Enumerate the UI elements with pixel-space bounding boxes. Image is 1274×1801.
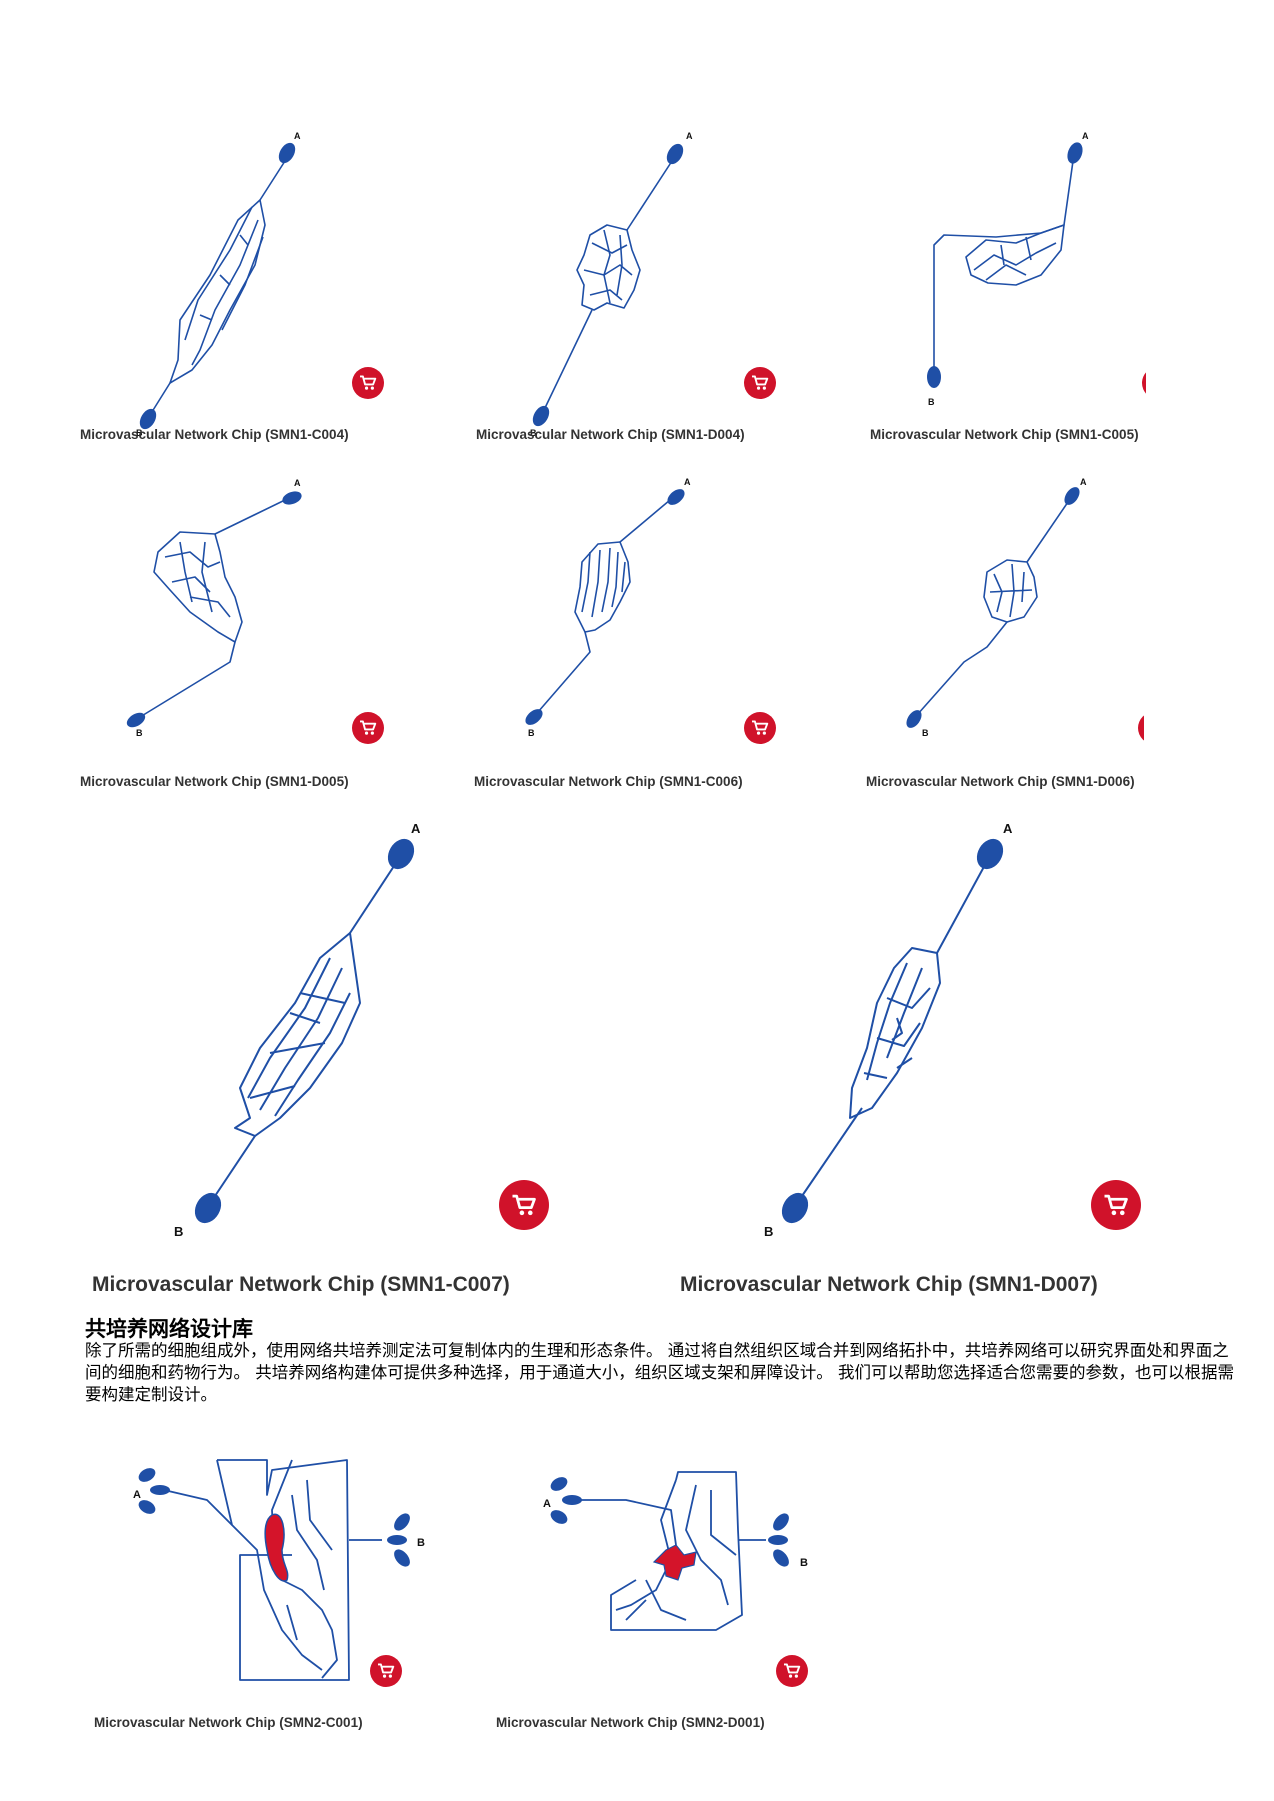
network-diagram: A B: [174, 821, 421, 1239]
shopping-cart-icon: [752, 375, 769, 390]
port-label-a: A: [1080, 477, 1087, 487]
shopping-cart-icon: [1104, 1194, 1128, 1215]
shopping-cart-icon: [512, 1194, 536, 1215]
section-body: 除了所需的细胞组成外，使用网络共培养测定法可复制体内的生理和形态条件。 通过将自…: [85, 1341, 1234, 1404]
network-diagram: A B: [906, 477, 1087, 738]
add-to-cart-button[interactable]: [352, 712, 384, 744]
product-caption[interactable]: Microvascular Network Chip (SMN1-C006): [474, 774, 743, 789]
port-label-b: B: [528, 728, 535, 738]
port-label-b: B: [764, 1224, 773, 1239]
product-card-smn2-c001[interactable]: A B Microvascular Network Chip (SMN2-C00…: [92, 1440, 472, 1760]
product-card-smn1-d006[interactable]: A B Microvascular Network Chip (SMN1-D00…: [862, 472, 1192, 802]
port-label-a: A: [411, 821, 421, 836]
port-label-a: A: [133, 1489, 141, 1501]
port-label-a: A: [294, 131, 301, 141]
add-to-cart-button[interactable]: [370, 1655, 402, 1687]
add-to-cart-button[interactable]: [499, 1180, 549, 1230]
add-to-cart-button[interactable]: [744, 712, 776, 744]
product-caption[interactable]: Microvascular Network Chip (SMN2-D001): [496, 1715, 765, 1730]
product-caption[interactable]: Microvascular Network Chip (SMN1-D005): [80, 774, 349, 789]
port-label-b: B: [136, 728, 143, 738]
product-card-smn1-c006[interactable]: A B Microvascular Network Chip (SMN1-C00…: [470, 472, 800, 802]
port-label-a: A: [294, 478, 301, 488]
product-caption[interactable]: Microvascular Network Chip (SMN1-D006): [866, 774, 1135, 789]
port-label-a: A: [543, 1498, 551, 1510]
shopping-cart-icon: [360, 720, 377, 735]
port-label-b: B: [174, 1224, 183, 1239]
product-card-smn1-c007[interactable]: A B Microvascular Network Chip (SMN1-C00…: [80, 818, 600, 1298]
add-to-cart-button[interactable]: [776, 1655, 808, 1687]
product-caption[interactable]: Microvascular Network Chip (SMN1-C004): [80, 427, 349, 442]
network-diagram: A B: [525, 477, 691, 738]
network-diagram: A B: [136, 131, 301, 438]
add-to-cart-button[interactable]: [1138, 712, 1144, 744]
port-label-a: A: [1082, 131, 1089, 141]
product-caption[interactable]: Microvascular Network Chip (SMN1-D007): [680, 1273, 1098, 1296]
shopping-cart-icon: [784, 1663, 801, 1678]
product-caption[interactable]: Microvascular Network Chip (SMN1-C005): [870, 427, 1139, 442]
network-diagram: A B: [543, 1471, 808, 1631]
network-diagram: A B: [764, 821, 1013, 1239]
product-caption[interactable]: Microvascular Network Chip (SMN1-C007): [92, 1273, 510, 1296]
product-card-smn1-c005[interactable]: A B Microvascular Network Chip (SMN1-C00…: [866, 125, 1196, 455]
product-caption[interactable]: Microvascular Network Chip (SMN1-D004): [476, 427, 745, 442]
network-diagram: A B: [530, 131, 693, 438]
port-label-a: A: [684, 477, 691, 487]
product-card-smn1-d005[interactable]: A B Microvascular Network Chip (SMN1-D00…: [80, 472, 410, 802]
shopping-cart-icon: [378, 1663, 395, 1678]
product-card-smn1-c004[interactable]: A B Microvascular Network Chip (SMN1-C00…: [80, 125, 410, 455]
network-diagram: A B: [126, 478, 302, 738]
product-card-smn2-d001[interactable]: A B Microvascular Network Chip (SMN2-D00…: [496, 1440, 876, 1760]
product-card-smn1-d004[interactable]: A B Microvascular Network Chip (SMN1-D00…: [472, 125, 802, 455]
port-label-b: B: [136, 428, 143, 438]
add-to-cart-button[interactable]: [744, 367, 776, 399]
shopping-cart-icon: [752, 720, 769, 735]
section-title: 共培养网络设计库: [85, 1317, 253, 1341]
port-label-b: B: [417, 1537, 425, 1549]
network-diagram: A B: [133, 1459, 425, 1681]
add-to-cart-button[interactable]: [1091, 1180, 1141, 1230]
add-to-cart-button[interactable]: [352, 367, 384, 399]
port-label-a: A: [1003, 821, 1013, 836]
product-card-smn1-d007[interactable]: A B Microvascular Network Chip (SMN1-D00…: [672, 818, 1192, 1298]
port-label-a: A: [686, 131, 693, 141]
network-diagram: A B: [927, 131, 1089, 407]
add-to-cart-button[interactable]: [1142, 367, 1146, 399]
shopping-cart-icon: [360, 375, 377, 390]
port-label-b: B: [800, 1557, 808, 1569]
port-label-b: B: [530, 428, 537, 438]
product-caption[interactable]: Microvascular Network Chip (SMN2-C001): [94, 1715, 363, 1730]
port-label-b: B: [928, 397, 935, 407]
port-label-b: B: [922, 728, 929, 738]
